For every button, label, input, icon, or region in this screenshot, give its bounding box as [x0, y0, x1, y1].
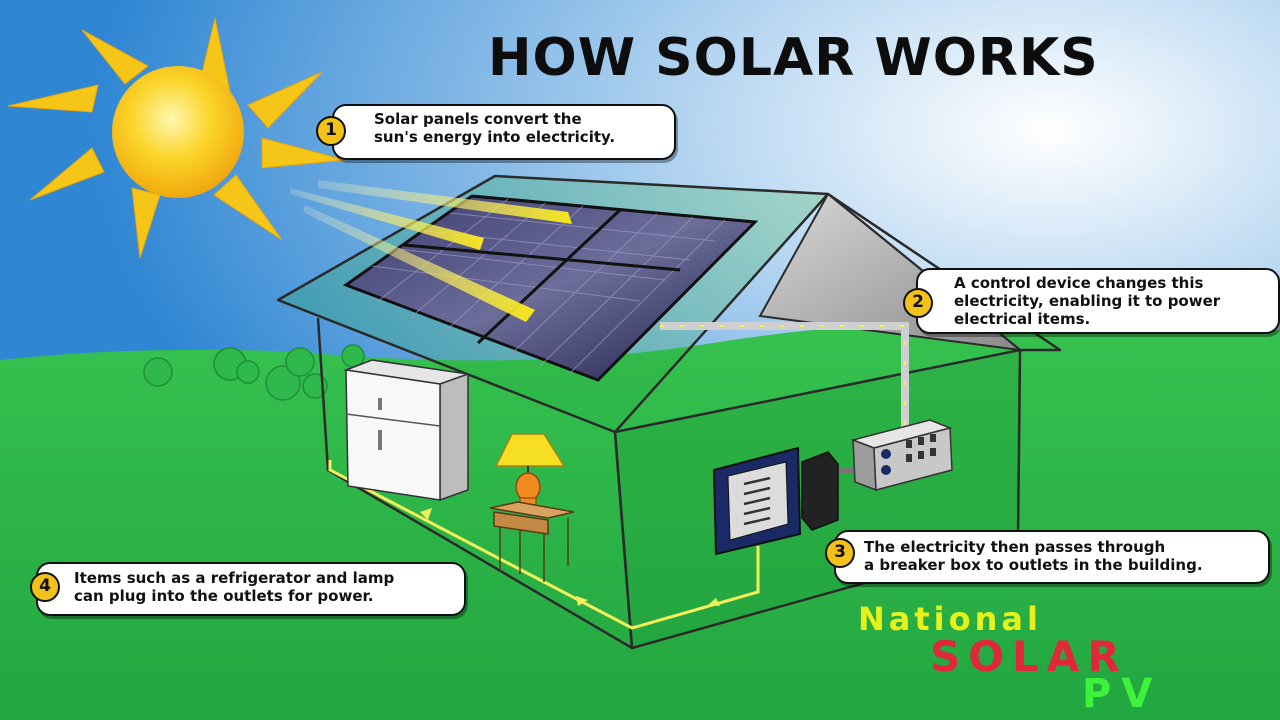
step-3-line-2: a breaker box to outlets in the building… — [864, 556, 1203, 574]
step-2-line-1: A control device changes this — [954, 274, 1204, 292]
page-title: HOW SOLAR WORKS — [488, 28, 1099, 88]
step-1-text: Solar panels convert the sun's energy in… — [374, 110, 615, 146]
step-4-text: Items such as a refrigerator and lamp ca… — [74, 569, 394, 605]
logo-line-solar: SOLAR — [930, 632, 1128, 681]
step-1-number-badge: 1 — [316, 116, 346, 146]
step-3-line-1: The electricity then passes through — [864, 538, 1166, 556]
step-2-line-3: electrical items. — [954, 310, 1091, 328]
control-device — [850, 419, 953, 492]
step-2-line-2: electricity, enabling it to power — [954, 292, 1221, 310]
bushes — [143, 344, 365, 401]
step-2-number-badge: 2 — [903, 288, 933, 318]
step-4-callout — [36, 562, 466, 616]
step-2-text: A control device changes this electricit… — [954, 274, 1220, 328]
refrigerator — [343, 359, 469, 502]
step-4-line-2: can plug into the outlets for power. — [74, 587, 374, 605]
step-1-callout — [332, 104, 676, 160]
step-4-line-1: Items such as a refrigerator and lamp — [74, 569, 395, 587]
step-4-number-badge: 4 — [30, 572, 60, 602]
logo-line-pv: PV — [1082, 671, 1163, 717]
solar-panel — [342, 194, 759, 382]
breaker-box — [712, 446, 839, 556]
sun-icon — [7, 17, 346, 259]
logo-line-national: National — [858, 600, 1042, 638]
step-1-line-1: Solar panels convert the — [374, 110, 582, 128]
grass-hills — [0, 321, 1280, 720]
lamp — [494, 433, 566, 507]
sun-rays — [290, 180, 572, 322]
side-table — [489, 501, 575, 582]
step-3-text: The electricity then passes through a br… — [864, 538, 1203, 574]
step-3-number-badge: 3 — [825, 538, 855, 568]
step-1-line-2: sun's energy into electricity. — [374, 128, 616, 146]
step-3-callout — [834, 530, 1270, 584]
